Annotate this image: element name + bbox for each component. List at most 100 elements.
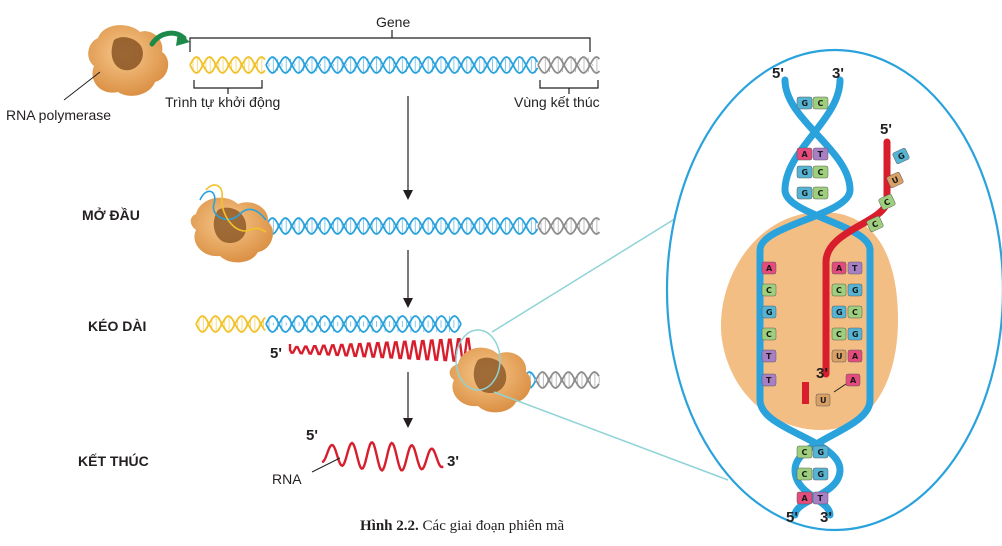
nucleotide-tile xyxy=(831,327,847,341)
helix-strand xyxy=(537,217,601,235)
nucleotide-letter: G xyxy=(852,330,859,339)
detail-rna-3prime: 3' xyxy=(816,365,828,382)
rna-polymerase-enzyme xyxy=(88,25,169,96)
nucleotide-letter: G xyxy=(818,470,825,479)
nucleotide-tile xyxy=(796,445,813,459)
nucleotide-letter: C xyxy=(818,168,824,177)
nucleotide-G: G xyxy=(796,96,813,110)
nucleotide-tile xyxy=(812,445,829,459)
detail-top-right-3prime: 3' xyxy=(832,65,844,82)
unwound-strand xyxy=(199,190,267,221)
nucleotide-letter: G xyxy=(818,448,825,457)
nucleotide-letter: U xyxy=(820,396,827,405)
nucleotide-letter: C xyxy=(836,286,842,295)
nucleotide-letter: G xyxy=(766,308,773,317)
nucleotide-letter: A xyxy=(852,352,859,361)
helix-strand xyxy=(265,56,539,74)
nucleotide-letter: G xyxy=(852,286,859,295)
nucleotide-tile xyxy=(847,327,863,341)
nucleotide-T: T xyxy=(761,373,777,387)
gene-label: Gene xyxy=(376,14,410,30)
unwound-strand xyxy=(205,184,267,233)
nucleotide-C: C xyxy=(761,327,777,341)
gene-overview: Gene Trình tự khởi động Vùng kết thúc RN… xyxy=(6,14,601,123)
nucleotide-tile xyxy=(812,165,829,179)
termination-label: KẾT THÚC xyxy=(78,452,149,469)
polymerase-elongation xyxy=(449,347,531,413)
nucleotide-letter: G xyxy=(802,99,809,108)
nucleotide-tile xyxy=(847,283,863,297)
caption-number: Hình 2.2. xyxy=(360,518,419,534)
nucleotide-tile xyxy=(796,96,813,110)
nucleotide-tile xyxy=(796,165,813,179)
nucleotide-letter: C xyxy=(766,330,772,339)
nucleotide-G: G xyxy=(812,445,829,459)
nucleotide-T: T xyxy=(812,491,829,505)
terminator-bracket xyxy=(539,80,599,94)
nucleotide-C: C xyxy=(847,305,863,319)
nucleotide-letter: G xyxy=(802,189,809,198)
nucleotide-tile xyxy=(812,186,829,200)
nucleotide-tile xyxy=(796,467,813,481)
helix-strand xyxy=(537,56,601,74)
helix-strand xyxy=(537,56,601,74)
initiation-label: MỞ ĐẦU xyxy=(82,206,140,223)
elongation-stage: KÉO DÀI 5' xyxy=(88,315,600,413)
nucleotide-tile xyxy=(761,261,777,275)
nucleotide-letter: C xyxy=(818,99,824,108)
figure-caption: Hình 2.2. Các giai đoạn phiên mã xyxy=(360,518,564,534)
nucleotide-letter: C xyxy=(836,330,842,339)
caption-text: Các giai đoạn phiên mã xyxy=(419,518,565,534)
free-nucleotide: G xyxy=(892,148,910,164)
nucleotide-C: C xyxy=(831,327,847,341)
helix-strand xyxy=(195,315,266,333)
zoom-focus-circle xyxy=(455,329,501,391)
rna-5prime-label: 5' xyxy=(270,345,282,362)
nucleotide-U: U xyxy=(815,393,831,407)
nucleotide-A: A xyxy=(796,147,813,161)
nucleotide-A: A xyxy=(831,261,847,275)
helix-strand xyxy=(535,371,600,389)
free-nucleotide: C xyxy=(878,194,896,210)
nucleotide-letter: C xyxy=(871,219,880,230)
nucleotide-C: C xyxy=(796,445,813,459)
zoom-connector-lines xyxy=(491,211,729,481)
rna-pointer xyxy=(311,457,341,473)
released-rna-strand xyxy=(321,441,444,472)
helix-strand xyxy=(189,56,266,74)
nucleotide-tile xyxy=(761,373,777,387)
helix-strand xyxy=(535,371,600,389)
nucleotide-letter: C xyxy=(883,197,892,208)
nucleotide-letter: C xyxy=(766,286,772,295)
nucleotide-letter: T xyxy=(818,494,824,503)
nucleotide-tile xyxy=(831,305,847,319)
initiation-stage: MỞ ĐẦU xyxy=(82,184,601,263)
nucleotide-tile xyxy=(796,186,813,200)
detail-top-left-5prime: 5' xyxy=(772,65,784,82)
nucleotide-tile xyxy=(866,216,884,232)
elongation-label: KÉO DÀI xyxy=(88,318,146,334)
gene-bracket xyxy=(189,30,591,52)
nucleotide-A: A xyxy=(847,349,863,363)
rna-detail-end xyxy=(802,382,809,404)
free-nucleotide: C xyxy=(866,216,884,232)
rna-label: RNA xyxy=(272,471,302,487)
flow-arrows xyxy=(403,96,413,428)
released-rna-3prime: 3' xyxy=(447,453,459,470)
nucleotide-tile xyxy=(796,147,813,161)
nucleotide-tile xyxy=(812,467,829,481)
nucleotide-G: G xyxy=(847,327,863,341)
nucleotide-tile xyxy=(886,172,904,188)
detail-bottom-right-3prime: 3' xyxy=(820,509,832,526)
helix-strand xyxy=(265,217,539,235)
termination-stage: KẾT THÚC 5' 3' RNA xyxy=(78,427,459,487)
helix-strand xyxy=(195,315,266,333)
nucleotide-G: G xyxy=(831,305,847,319)
helix-strand xyxy=(537,217,601,235)
terminator-label: Vùng kết thúc xyxy=(514,94,600,110)
nucleotide-tile xyxy=(761,283,777,297)
promoter-bracket xyxy=(193,80,263,94)
free-nucleotide: U xyxy=(886,172,904,188)
nucleotide-tile xyxy=(847,349,863,363)
